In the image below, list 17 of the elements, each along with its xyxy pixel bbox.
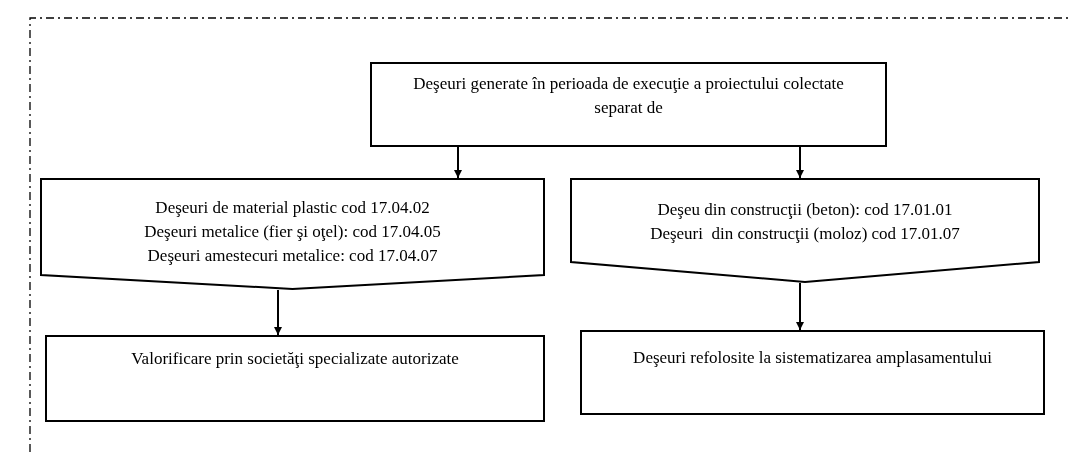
arrow <box>454 146 462 179</box>
node-text: Deşeuri metalice (fier şi oţel): cod 17.04.05 <box>143 221 442 243</box>
process-box <box>370 62 887 147</box>
node-text: Deşeuri refolosite la sistematizarea amplasamentului <box>632 347 993 369</box>
node-text: Deşeuri de material plastic cod 17.04.02 <box>154 197 431 219</box>
process-box <box>45 335 545 422</box>
node-text: Valorificare prin societăţi specializate autorizate <box>130 348 460 370</box>
node-text: Deşeuri amestecuri metalice: cod 17.04.07 <box>146 245 439 267</box>
arrow <box>274 289 282 336</box>
node-text: Deşeuri generate în perioada de execuţie a proiectului colectate separat de <box>412 73 845 119</box>
node-text: Deşeu din construcţii (beton): cod 17.01.01 <box>656 199 954 221</box>
process-box <box>580 330 1045 415</box>
arrow <box>796 282 804 331</box>
node-text: Deşeuri din construcţii (moloz) cod 17.01.07 <box>649 223 961 245</box>
pentagon-box <box>570 178 1040 283</box>
arrow <box>796 146 804 179</box>
pentagon-box <box>40 178 545 290</box>
